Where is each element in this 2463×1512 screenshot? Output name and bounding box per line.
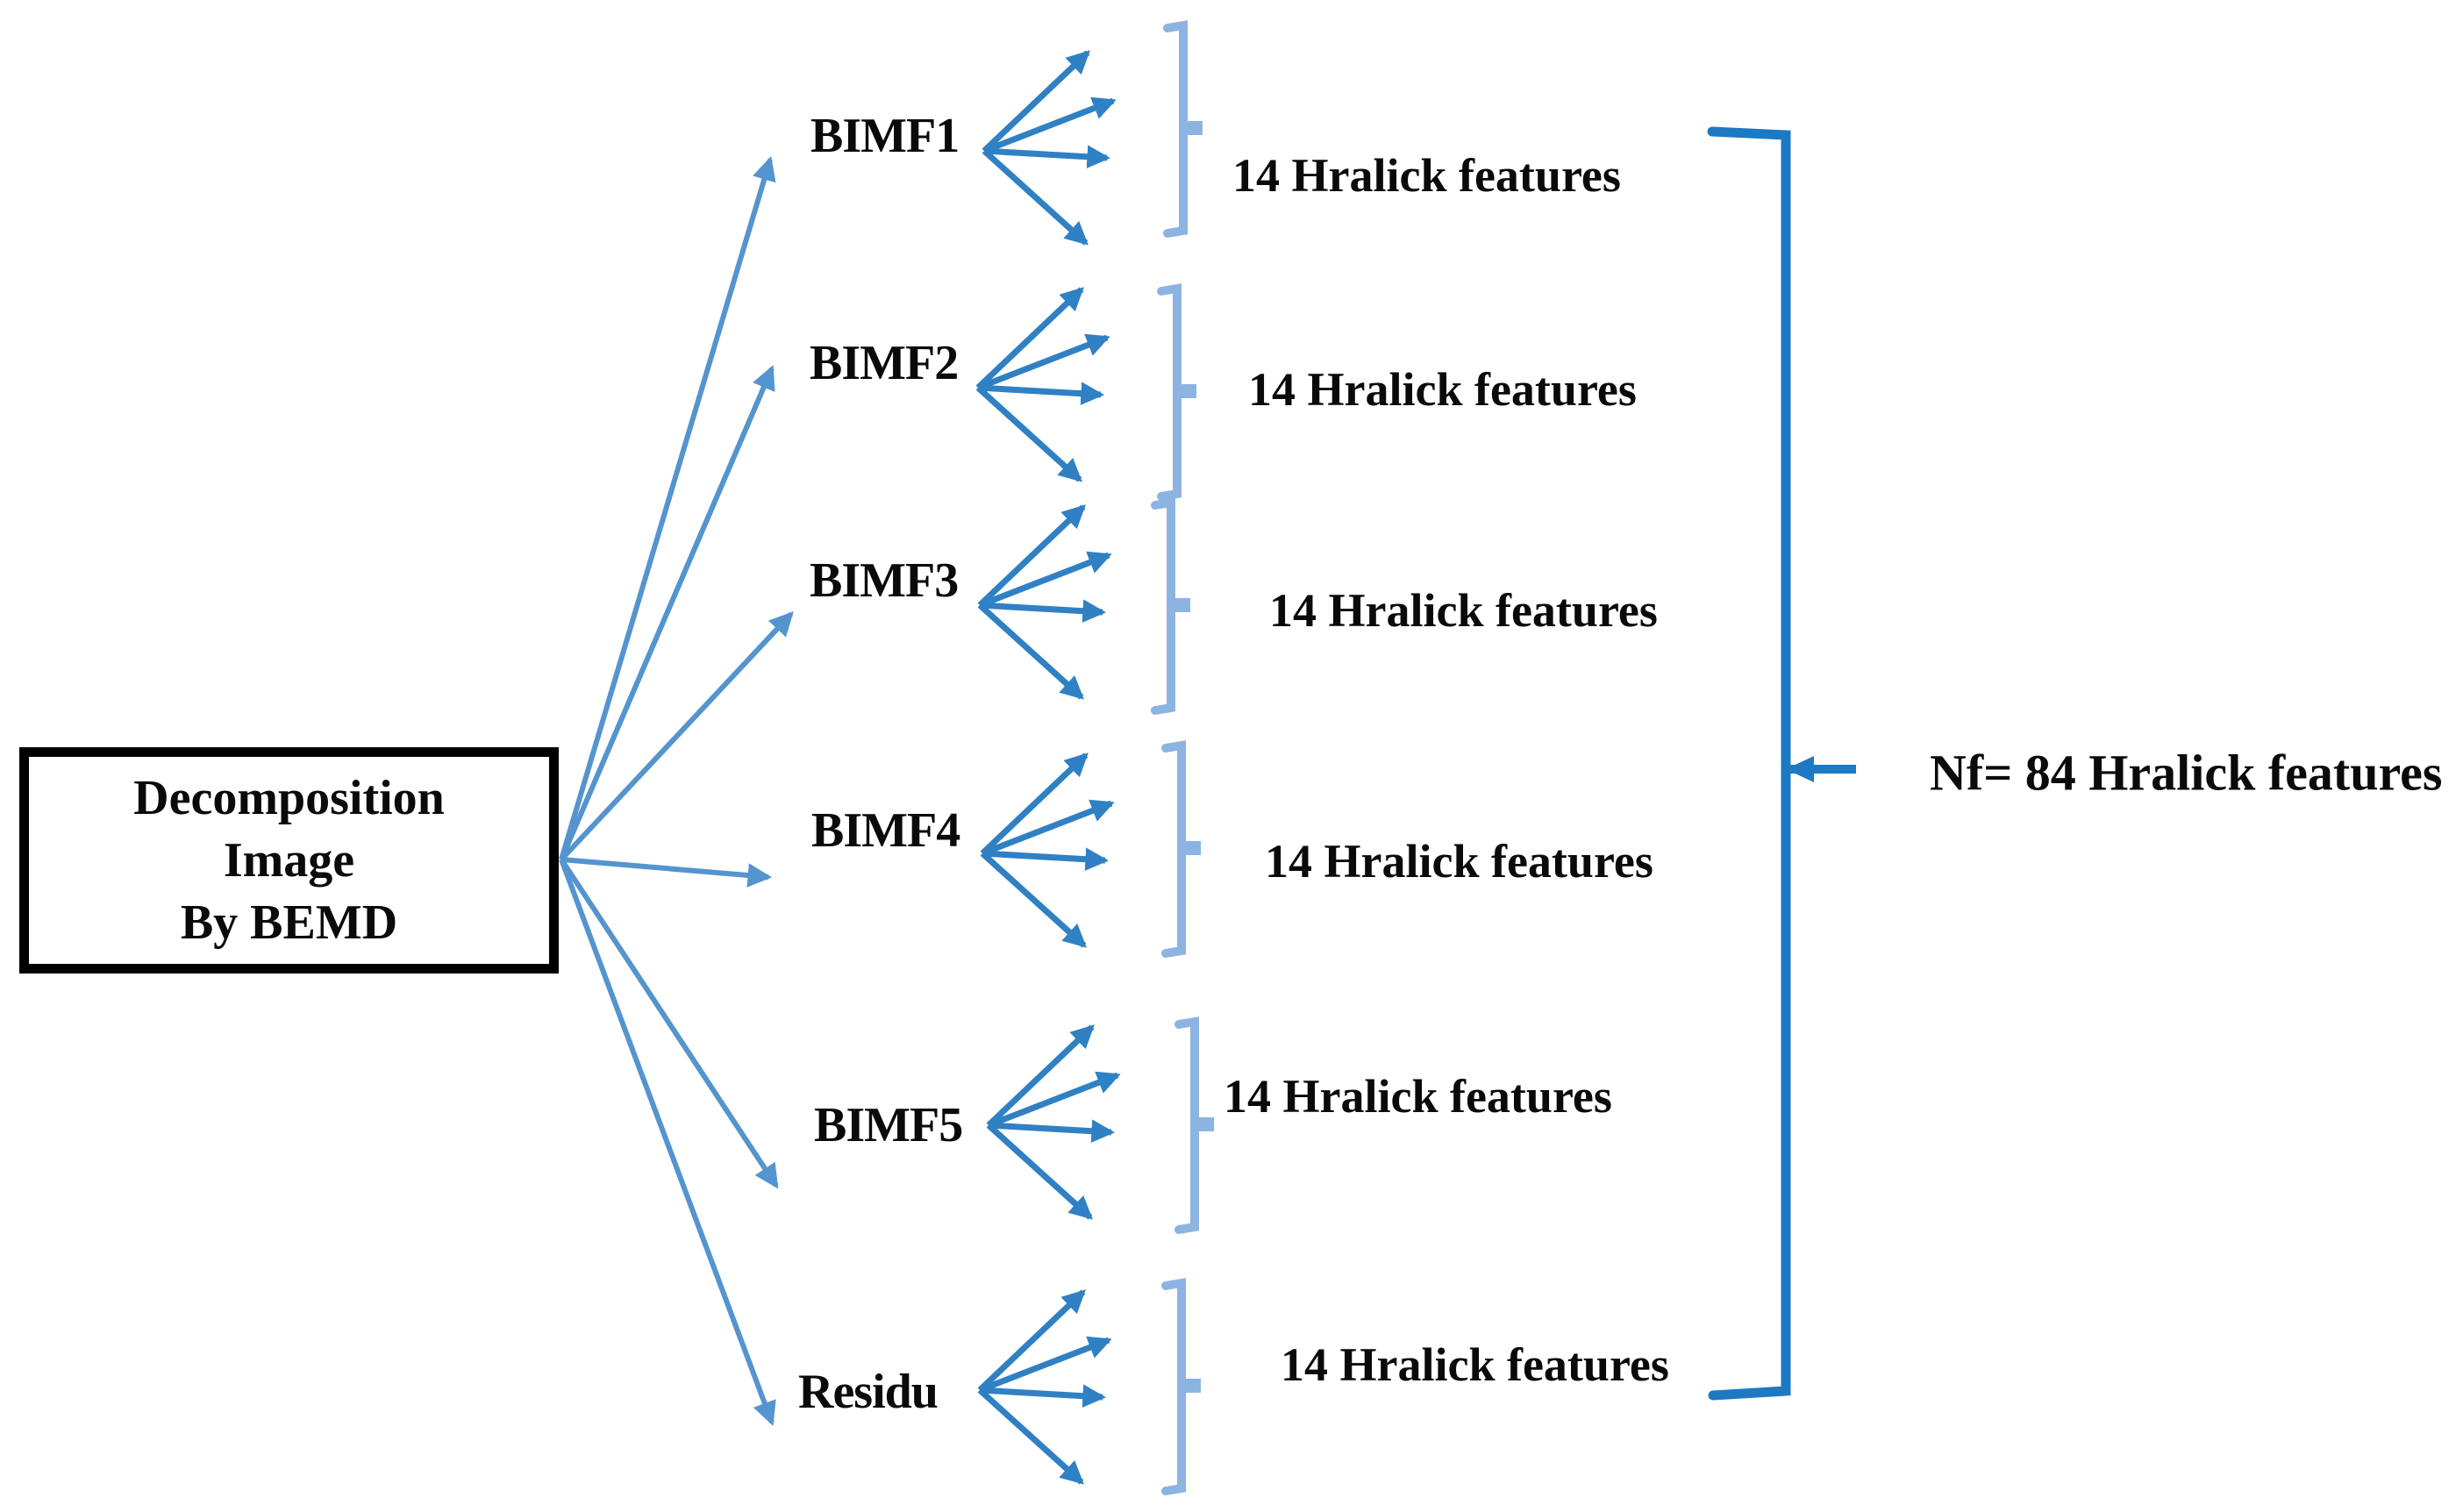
features-label-row4: 14 Hralick features <box>1265 835 1653 888</box>
node-label-bimf1: BIMF1 <box>810 109 960 163</box>
fan-arrow <box>980 752 1089 856</box>
fan-arrow <box>988 1119 1115 1143</box>
node-label-residu: Residu <box>798 1365 939 1419</box>
node-label-bimf2: BIMF2 <box>810 336 959 390</box>
features-bracket <box>1163 20 1203 238</box>
fan-arrow <box>978 551 1112 609</box>
fan-arrow <box>987 1071 1121 1129</box>
box-title-line1: Decomposition <box>133 770 445 825</box>
node-label-bimf4: BIMF4 <box>811 803 960 858</box>
node-label-bimf5: BIMF5 <box>814 1098 963 1152</box>
fan-arrow <box>979 1384 1106 1408</box>
collect-bracket <box>1707 126 1856 1401</box>
node-label-bimf3: BIMF3 <box>810 553 959 608</box>
features-bracket <box>1161 740 1201 958</box>
fan-arrow <box>976 333 1110 391</box>
box-to-node-arrow <box>559 858 776 1426</box>
features-bracket <box>1174 1016 1214 1234</box>
box-to-node-arrow <box>559 858 779 1189</box>
fan-arrow <box>986 1024 1095 1128</box>
fan-arrow <box>975 385 1082 482</box>
features-label-row2: 14 Hralick features <box>1248 363 1637 416</box>
box-title-line2: Image <box>223 832 355 888</box>
fan-arrow <box>986 1123 1093 1220</box>
fan-arrow <box>983 145 1110 168</box>
fan-arrow <box>977 382 1104 405</box>
features-bracket <box>1157 283 1196 501</box>
fan-arrow <box>977 504 1086 608</box>
total-label: Nf= 84 Hralick features <box>1930 744 2443 802</box>
fan-arrow <box>982 148 1089 246</box>
decomposition-box: Decomposition Image By BEMD <box>19 747 559 974</box>
features-label-row5: 14 Hralick features <box>1224 1070 1612 1123</box>
fan-arrow <box>982 50 1090 153</box>
features-bracket <box>1151 497 1190 715</box>
box-title-line3: By BEMD <box>180 895 398 950</box>
features-label-row1: 14 Hralick features <box>1232 149 1621 202</box>
fan-arrow <box>977 1387 1084 1485</box>
features-label-row6: 14 Hralick features <box>1281 1338 1669 1391</box>
box-to-node-arrow <box>559 156 776 860</box>
box-to-node-arrow <box>559 610 794 862</box>
fan-arrow <box>980 851 1087 948</box>
fan-arrow <box>982 96 1117 154</box>
fan-arrow <box>982 847 1109 871</box>
fan-arrow <box>979 599 1106 623</box>
features-bracket <box>1161 1278 1201 1495</box>
box-to-node-arrow <box>560 857 773 888</box>
fan-arrow <box>981 799 1115 857</box>
fan-arrow <box>975 287 1084 390</box>
fan-arrow <box>977 603 1084 700</box>
fan-arrow <box>978 1336 1112 1394</box>
features-label-row3: 14 Hralick features <box>1269 584 1658 637</box>
fan-arrow <box>977 1289 1086 1393</box>
box-to-node-arrow <box>559 365 775 861</box>
